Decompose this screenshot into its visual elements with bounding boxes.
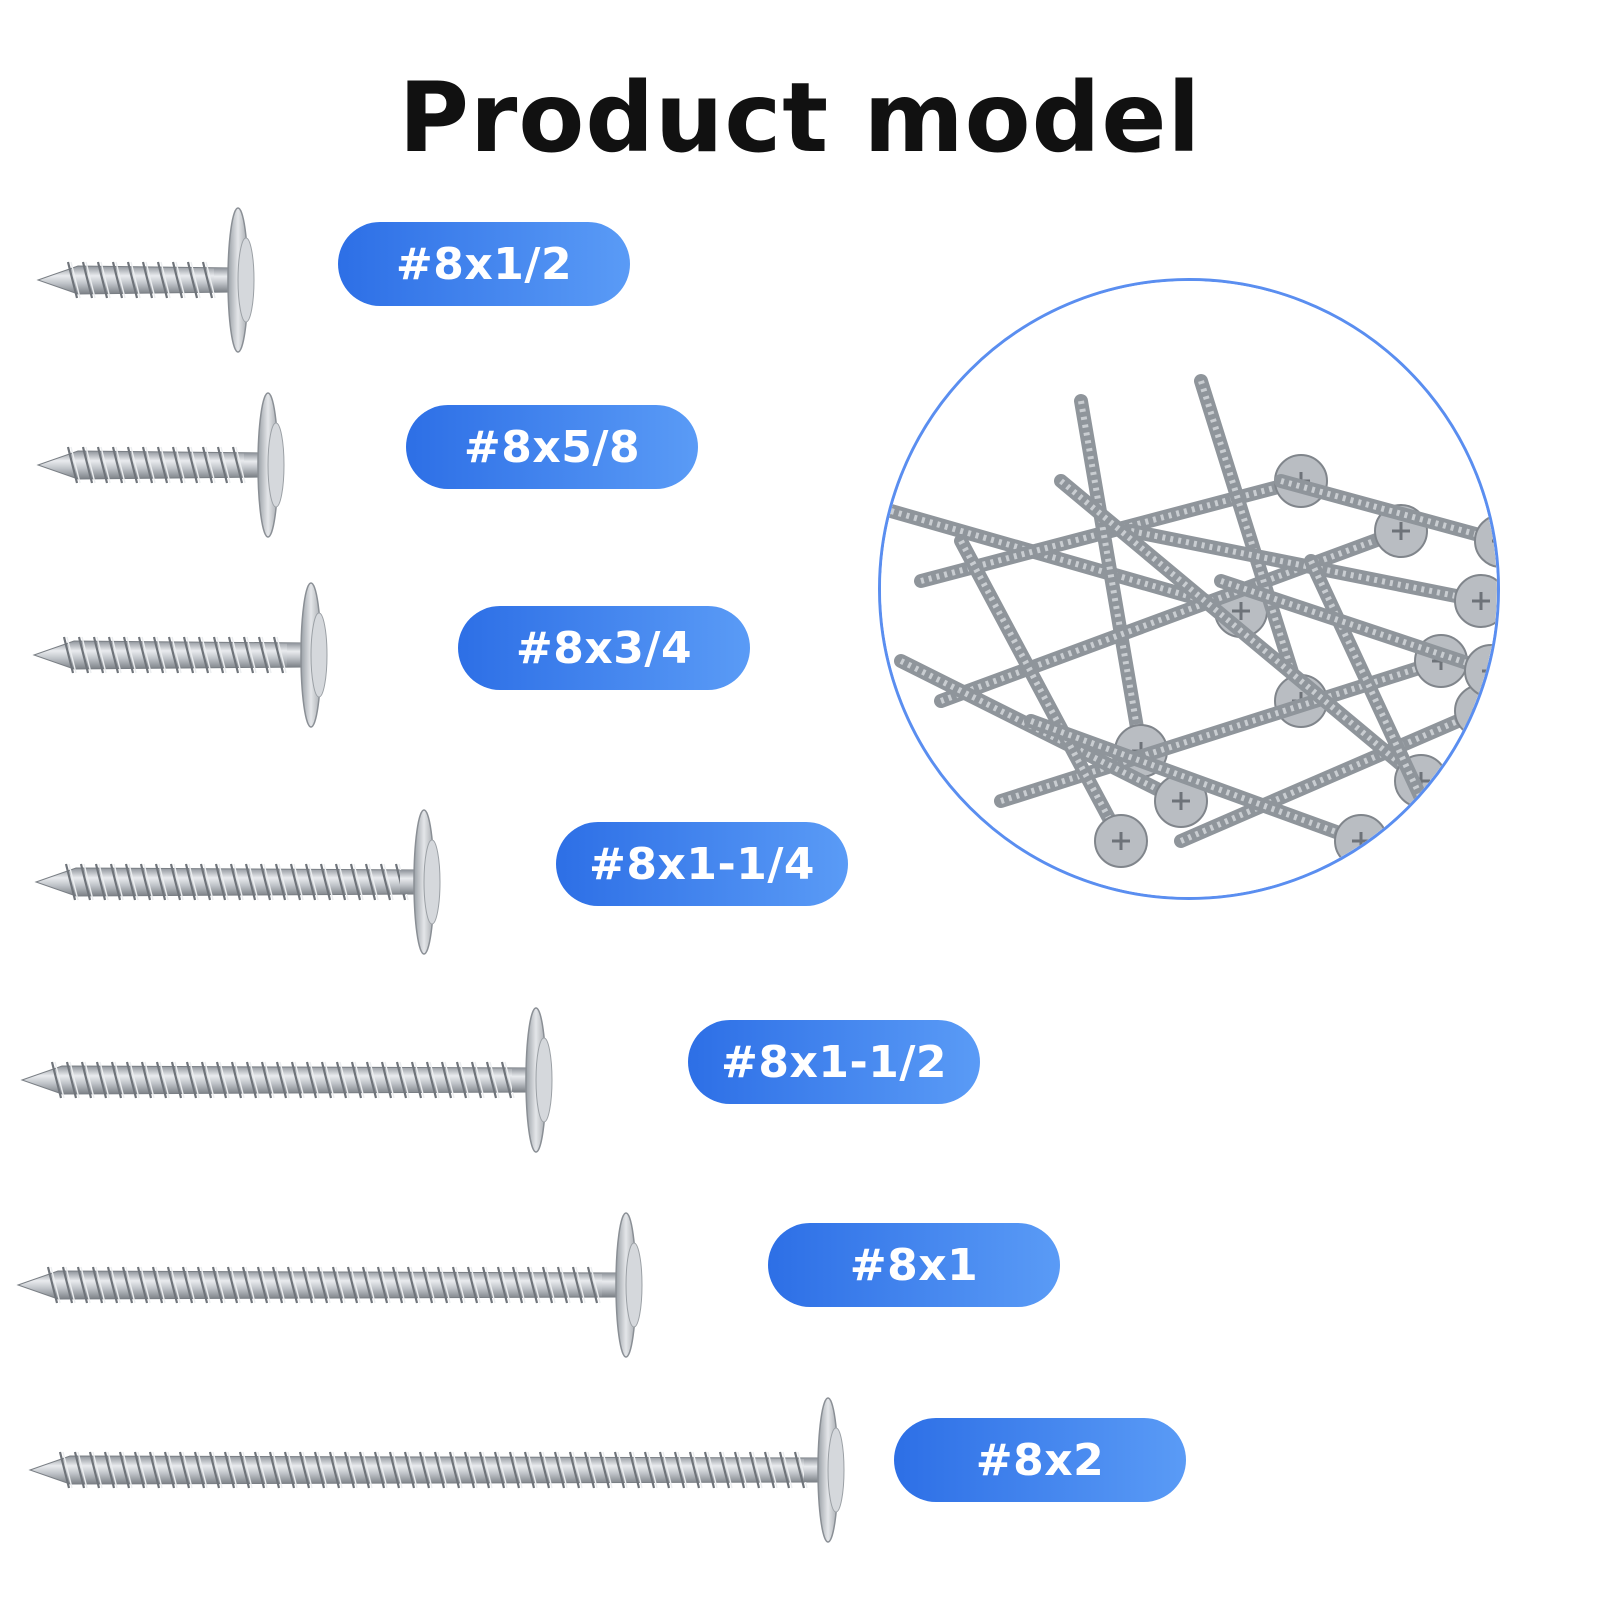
screw-3	[32, 582, 328, 728]
screw-7	[28, 1397, 845, 1543]
model-pill-1: #8x1/2	[338, 222, 630, 306]
model-pill-4: #8x1-1/4	[556, 822, 848, 906]
model-pill-7: #8x2	[894, 1418, 1186, 1502]
screw-1	[36, 207, 255, 353]
page-title: Product model	[398, 62, 1202, 174]
screw-pile-icon	[881, 281, 1497, 897]
model-pill-2: #8x5/8	[406, 405, 698, 489]
screw-6	[16, 1212, 643, 1358]
model-pill-6: #8x1	[768, 1223, 1060, 1307]
screw-pile-photo	[878, 278, 1500, 900]
model-pill-5: #8x1-1/2	[688, 1020, 980, 1104]
model-pill-3: #8x3/4	[458, 606, 750, 690]
screw-5	[20, 1007, 553, 1153]
screw-2	[36, 392, 285, 538]
pile-screw-10	[1274, 474, 1497, 568]
pile-screw-12	[954, 534, 1148, 868]
screw-4	[34, 809, 441, 955]
